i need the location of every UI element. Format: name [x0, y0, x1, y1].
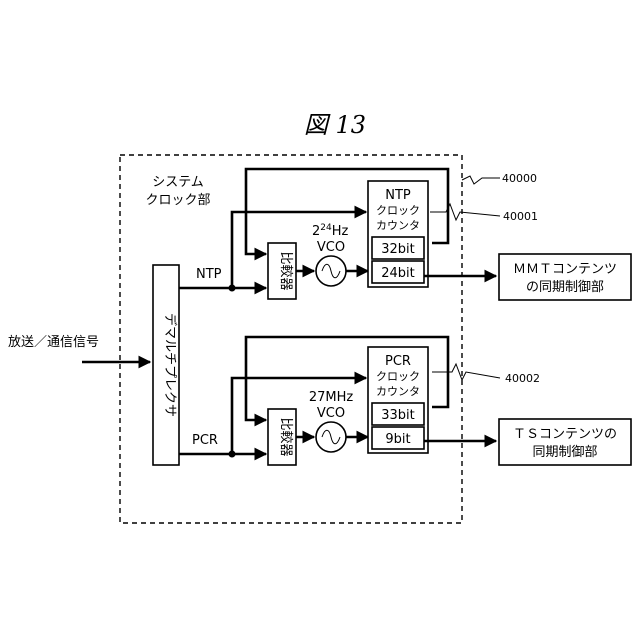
ts-sync-control-line1: ＴＳコンテンツの — [513, 427, 617, 442]
leader-line-40000 — [462, 176, 500, 184]
demultiplexer-label: デマルチプレクサ — [162, 313, 178, 417]
ntp-comparator-label: 比較器 — [278, 251, 293, 290]
ts-sync-control-line2: 同期制御部 — [532, 445, 597, 460]
ntp-counter-label-line2: クロック — [376, 204, 420, 217]
system-clock-label-line2: クロック部 — [145, 193, 210, 208]
pcr-counter-label-line2: クロック — [376, 370, 420, 383]
ref-40002: 40002 — [505, 372, 540, 385]
pcr-counter-label-line3: カウンタ — [376, 385, 420, 398]
mmt-sync-control-line1: ＭＭＴコンテンツ — [513, 262, 617, 277]
ref-40001: 40001 — [503, 210, 538, 223]
pcr-counter-label-line1: PCR — [385, 354, 411, 369]
pcr-signal-label: PCR — [192, 433, 218, 448]
pcr-vco-frequency: 27MHz — [309, 390, 354, 405]
ntp-upper-bits-label: 32bit — [381, 242, 415, 257]
system-clock-label-line1: システム — [152, 175, 204, 190]
pcr-lower-bits-label: 9bit — [385, 432, 410, 447]
ref-40000: 40000 — [502, 172, 537, 185]
ntp-lower-bits-label: 24bit — [381, 266, 415, 281]
pcr-upper-bits-label: 33bit — [381, 408, 415, 423]
figure-title: 図 13 — [304, 111, 366, 139]
input-signal-label: 放送／通信信号 — [8, 335, 99, 350]
pcr-comparator-label: 比較器 — [278, 417, 293, 456]
leader-line-40002 — [432, 364, 500, 380]
ntp-counter-label-line3: カウンタ — [376, 219, 420, 232]
mmt-sync-control-line2: の同期制御部 — [526, 280, 604, 295]
ntp-vco-frequency: 224Hz — [312, 223, 349, 239]
leader-line-40001 — [430, 204, 500, 220]
ntp-vco-frequency-exponent: 24 — [320, 223, 332, 233]
ntp-signal-label: NTP — [196, 267, 222, 282]
ntp-vco-label: VCO — [317, 240, 345, 255]
pcr-vco-label: VCO — [317, 406, 345, 421]
ntp-counter-label-line1: NTP — [385, 188, 411, 203]
